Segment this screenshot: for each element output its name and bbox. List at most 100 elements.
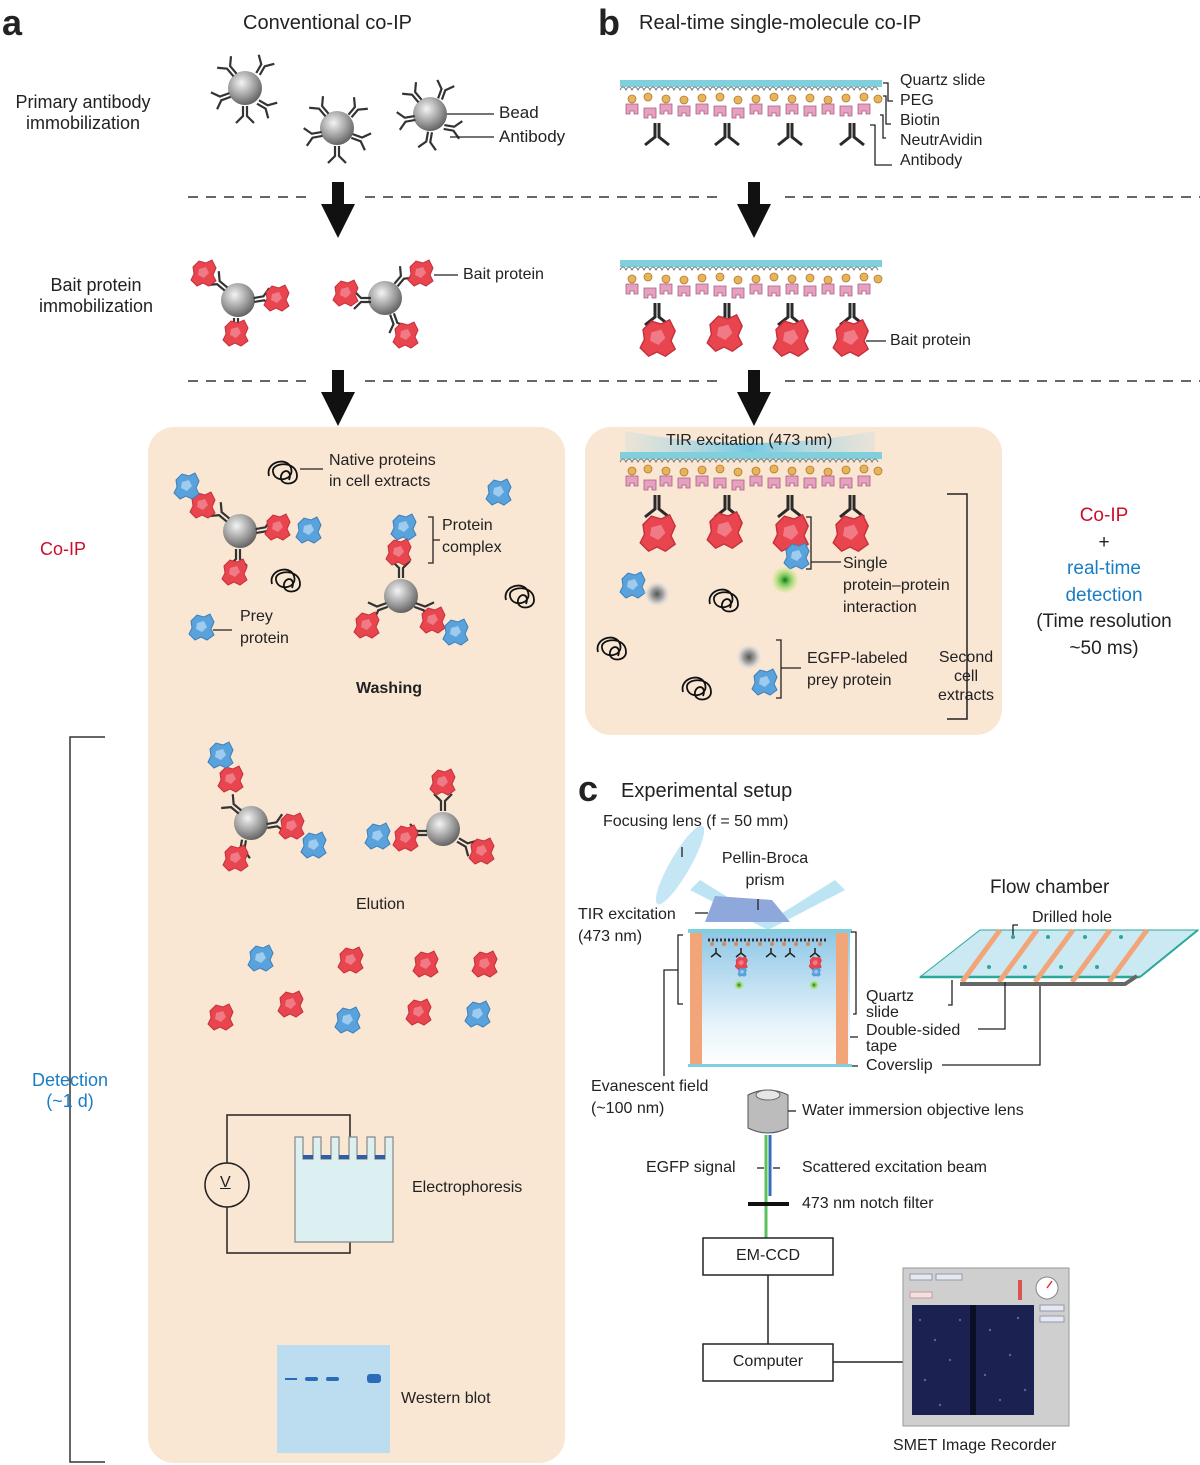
washing-label: Washing [356,680,423,697]
egfp-prey-label: EGFP-labeled prey protein [807,648,908,692]
detection-label: Detection (~1 d) [10,1070,130,1112]
step2-label: Bait protein immobilization [20,275,172,317]
double-sided-tape-label: Double-sided tape [866,1023,960,1055]
notch-filter-label: 473 nm notch filter [802,1195,934,1212]
evanescent-field-label: Evanescent field (~100 nm) [591,1076,708,1120]
quartz-slide-line1: Quartz [866,988,915,1005]
realtime-summary: Co-IP + real-time detection (Time resolu… [1010,503,1198,662]
tir-excitation-c-line2: (473 nm) [578,928,643,945]
tir-excitation-label: TIR excitation (473 nm) [666,432,833,449]
layer-antibody: Antibody [900,152,963,169]
second-extracts-line3: extracts [937,687,994,704]
step1-label: Primary antibody immobilization [0,92,166,134]
second-extracts-line2: cell [953,668,978,685]
objective-lens-label: Water immersion objective lens [802,1102,1024,1119]
bait-protein-label-a: Bait protein [463,266,544,283]
layer-quartz-slide: Quartz slide [900,72,986,89]
summary-resolution-line2: ~50 ms) [1069,637,1139,659]
step2-label-line1: Bait protein [50,275,142,295]
native-proteins-line1: Native proteins [329,452,436,469]
tape-line1: Double-sided [866,1022,961,1039]
protein-complex-line2: complex [442,539,502,556]
tir-excitation-c-line1: TIR excitation [578,906,676,923]
layer-neutravidin: NeutrAvidin [900,132,983,149]
electrophoresis-apparatus [204,1114,394,1254]
second-extracts-label: Second cell extracts [930,648,1002,705]
detection-bracket [69,736,105,1463]
summary-resolution-line1: (Time resolution [1036,611,1172,632]
panel-c-letter: c [578,768,599,809]
prey-protein-label: Prey protein [240,606,289,650]
focusing-lens-label: Focusing lens (f = 50 mm) [603,813,789,830]
bait-protein-label-b: Bait protein [890,332,971,349]
quartz-slide-label: Quartz slide [866,989,914,1021]
surface-step2 [619,259,886,357]
summary-detection: detection [1065,584,1143,606]
egfp-prey-line1: EGFP-labeled [807,650,908,667]
egfp-prey-line2: prey protein [807,672,892,689]
panel-b-title: Real-time single-molecule co-IP [639,12,922,34]
flow-chamber-title: Flow chamber [990,877,1110,898]
layer-peg: PEG [900,92,934,109]
tape-line2: tape [866,1038,898,1055]
tir-optics [655,825,845,930]
step1-label-line1: Primary antibody [15,92,151,112]
native-proteins-line2: in cell extracts [329,473,431,490]
surface-step1 [619,79,893,166]
flow-chamber-3d [918,924,1200,1066]
single-interaction-line3: interaction [843,599,917,616]
coip-mixture [173,460,535,646]
smet-recorder-screenshot [902,1267,1070,1427]
single-interaction-line1: Single [843,555,888,572]
single-interaction-line2: protein–protein [843,577,950,594]
single-interaction-label: Single protein–protein interaction [843,553,950,619]
voltmeter-symbol: V [220,1174,231,1191]
bead-label: Bead [499,103,539,122]
summary-coip: Co-IP [1079,505,1129,526]
native-proteins-label: Native proteins in cell extracts [329,450,436,492]
bead-cluster-2 [302,95,373,165]
bead-cluster-1 [209,53,279,125]
western-blot-membrane [277,1345,390,1453]
bait-bead-1 [190,259,290,347]
prism-line2: prism [745,872,785,889]
panel-a-title: Conventional co-IP [243,12,412,34]
panel-b-letter: b [598,2,620,43]
detection-path [702,1089,903,1382]
panel-a-letter: a [2,2,23,43]
tir-excitation-c-label: TIR excitation (473 nm) [578,904,676,948]
elution-label: Elution [356,896,405,913]
prey-protein-line1: Prey [240,608,273,625]
prey-protein-line2: protein [240,630,289,647]
protein-complex-label: Protein complex [442,515,502,559]
second-extracts-line1: Second [938,649,994,666]
protein-complex-line1: Protein [442,517,493,534]
coip-stage-label: Co-IP [40,539,87,559]
detection-line1: Detection [31,1070,109,1090]
prism-line1: Pellin-Broca [721,850,809,867]
drilled-hole-label: Drilled hole [1032,909,1113,926]
computer-box-label: Computer [732,1353,804,1370]
western-blot-label: Western blot [401,1390,491,1407]
summary-plus: + [1098,531,1110,553]
summary-realtime: real-time [1067,558,1141,579]
electrophoresis-label: Electrophoresis [412,1179,523,1196]
quartz-slide-line2: slide [866,1004,899,1021]
washed-beads [207,741,495,872]
layer-biotin: Biotin [900,112,941,129]
step1-label-line2: immobilization [25,113,141,133]
coip-panel-background [148,427,565,1463]
egfp-signal-label: EGFP signal [646,1159,736,1176]
smet-recorder-label: SMET Image Recorder [893,1437,1057,1454]
surface-realtime [596,431,968,720]
evanescent-line1: Evanescent field [591,1078,709,1095]
emccd-box-label: EM-CCD [736,1247,800,1264]
panel-c-title: Experimental setup [621,780,793,802]
antibody-label: Antibody [499,127,566,146]
bead-cluster-3 [395,78,494,152]
bait-bead-2 [332,259,458,349]
prism-label: Pellin-Broca prism [700,848,830,892]
evanescent-line2: (~100 nm) [591,1100,665,1117]
scattered-beam-label: Scattered excitation beam [802,1159,987,1176]
